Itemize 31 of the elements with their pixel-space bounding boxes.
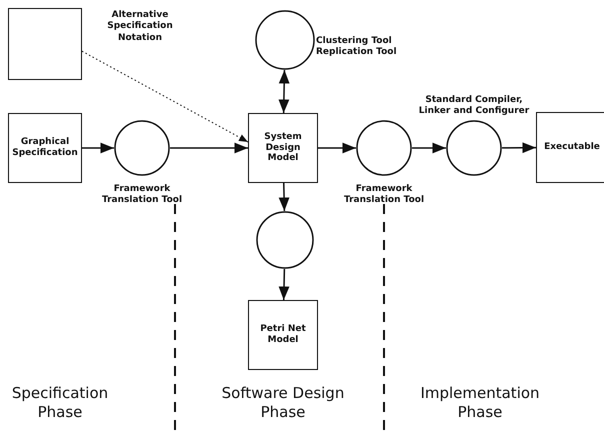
tool-circle	[446, 120, 502, 176]
tool-circle	[256, 211, 314, 269]
model-box	[248, 300, 318, 370]
dotted-arrow	[82, 50, 248, 142]
tool-circle	[114, 120, 170, 176]
tool-label: Framework Translation Tool	[342, 184, 426, 206]
tool-label: Standard Compiler, Linker and Configurer	[418, 95, 530, 118]
tool-label: Clustering Tool Replication Tool	[316, 36, 398, 58]
node-label: System Design Model	[263, 132, 303, 164]
phase-label: Specification Phase	[10, 384, 110, 422]
arrow	[278, 70, 290, 114]
arrow	[82, 142, 114, 154]
tool-circle	[356, 120, 412, 176]
node-label: Petri Net Model	[259, 324, 307, 346]
empty-box	[8, 8, 82, 80]
node-label: Executable	[544, 142, 600, 153]
phase-label: Implementation Phase	[419, 384, 541, 422]
model-box	[536, 112, 604, 183]
arrow	[278, 182, 290, 212]
tool-circle	[255, 10, 315, 70]
model-box	[8, 113, 82, 183]
phase-label: Software Design Phase	[220, 384, 346, 422]
arrow	[170, 142, 248, 154]
arrow	[502, 142, 536, 154]
model-box	[248, 113, 318, 183]
arrow	[278, 268, 290, 300]
tool-label: Framework Translation Tool	[100, 184, 184, 206]
node-label: Graphical Specification	[11, 137, 79, 159]
arrow	[318, 142, 356, 154]
arrow	[412, 142, 446, 154]
tool-label: Alternative Specification Notation	[106, 10, 174, 44]
